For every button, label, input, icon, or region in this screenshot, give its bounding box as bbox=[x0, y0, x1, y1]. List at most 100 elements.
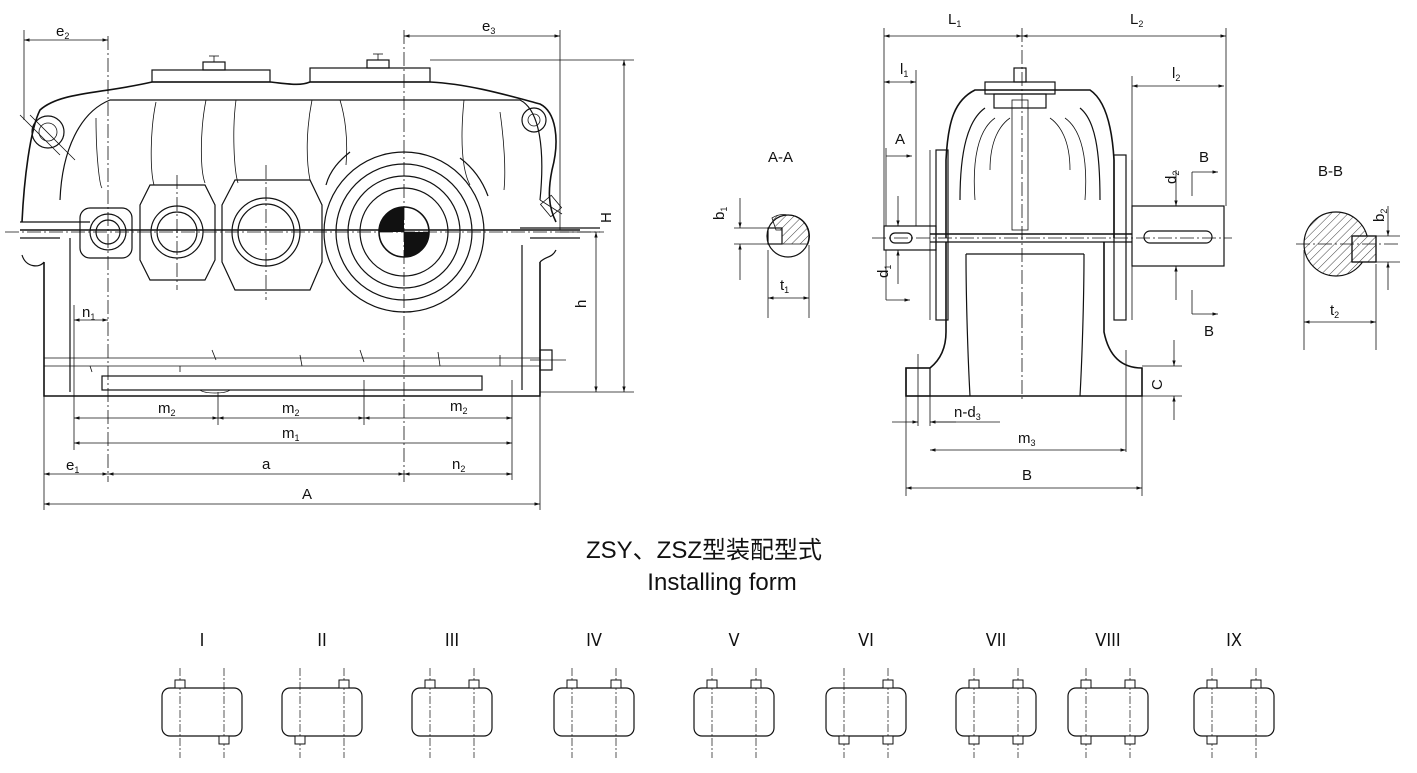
dim-m1: m1 bbox=[282, 425, 300, 443]
installing-form-label: V bbox=[728, 630, 739, 651]
dim-n2: n2 bbox=[452, 456, 465, 474]
dim-A: A bbox=[302, 486, 312, 503]
dim-d1: d1 bbox=[875, 265, 893, 278]
installing-form-label: II bbox=[317, 630, 327, 651]
installing-form-3: III bbox=[411, 630, 493, 758]
dim-a: a bbox=[262, 456, 271, 473]
installing-form-5: V bbox=[693, 630, 775, 758]
gearbox-outline bbox=[161, 687, 243, 737]
installing-form-label: I bbox=[200, 630, 205, 651]
shaft-end-bottom bbox=[294, 735, 306, 745]
shaft-end-top bbox=[882, 679, 894, 689]
installing-title-cn: ZSY、ZSZ型装配型式 bbox=[586, 537, 822, 564]
installing-title-en: Installing form bbox=[647, 569, 796, 596]
shaft-end-top bbox=[1080, 679, 1092, 689]
dim-n1: n1 bbox=[82, 304, 95, 322]
base-foot bbox=[101, 375, 483, 391]
installing-form-4: IV bbox=[553, 630, 635, 758]
installing-form-label: IV bbox=[586, 630, 602, 651]
side-housing-lower bbox=[905, 242, 1143, 397]
top-cover-right bbox=[309, 67, 431, 83]
dim-L1: L1 bbox=[948, 11, 961, 29]
shaft-end-top bbox=[750, 679, 762, 689]
installing-form-label: III bbox=[445, 630, 459, 651]
installing-form-label: VIII bbox=[1095, 630, 1120, 651]
dim-m3: m3 bbox=[1018, 430, 1036, 448]
section-mark-b-top: B bbox=[1199, 149, 1209, 166]
dim-l2: l2 bbox=[1172, 65, 1180, 83]
gearbox-outline bbox=[281, 687, 363, 737]
dim-B: B bbox=[1022, 467, 1032, 484]
shaft-end-bottom bbox=[218, 735, 230, 745]
gearbox-outline bbox=[411, 687, 493, 737]
shaft-end-top bbox=[468, 679, 480, 689]
shaft-end-bottom bbox=[968, 735, 980, 745]
dim-e3: e3 bbox=[482, 18, 495, 36]
housing-lower bbox=[43, 262, 541, 397]
section-mark-a: A bbox=[895, 131, 905, 148]
shaft-end-top bbox=[1124, 679, 1136, 689]
dim-e1: e1 bbox=[66, 457, 79, 475]
side-view: L1 L2 l1 l2 A d1 d2 B B C bbox=[872, 11, 1232, 496]
dim-t1: t1 bbox=[780, 277, 789, 295]
dim-d2: d2 bbox=[1163, 171, 1181, 184]
shaft-end-top bbox=[1206, 679, 1218, 689]
section-a-title: A-A bbox=[768, 149, 793, 166]
shaft-end-top bbox=[424, 679, 436, 689]
dim-l1: l1 bbox=[900, 61, 908, 79]
gearbox-outline bbox=[955, 687, 1037, 737]
dim-b1: b1 bbox=[711, 207, 729, 220]
lifting-lug-right bbox=[521, 107, 547, 133]
dim-n-d3: n-d3 bbox=[954, 404, 981, 422]
dim-m2-right: m2 bbox=[450, 398, 468, 416]
shaft-end-top bbox=[174, 679, 186, 689]
dim-b2: b2 bbox=[1371, 209, 1389, 222]
lifting-lug-left bbox=[31, 115, 65, 149]
installing-form-2: II bbox=[281, 630, 363, 758]
shaft-end-bottom bbox=[838, 735, 850, 745]
shaft-end-bottom bbox=[882, 735, 894, 745]
dim-e2: e2 bbox=[56, 23, 69, 41]
shaft-end-top bbox=[1012, 679, 1024, 689]
gearbox-outline bbox=[553, 687, 635, 737]
installing-form-label: IX bbox=[1226, 630, 1242, 651]
shaft-end-top bbox=[1250, 679, 1262, 689]
installing-form-8: VIII bbox=[1067, 630, 1149, 758]
installing-form-9: IX bbox=[1193, 630, 1275, 758]
shaft-end-top bbox=[610, 679, 622, 689]
shaft-end-top bbox=[338, 679, 350, 689]
gearbox-outline bbox=[1067, 687, 1149, 737]
installing-form-label: VI bbox=[858, 630, 874, 651]
dim-m2-left: m2 bbox=[158, 400, 176, 418]
shaft-end-top bbox=[968, 679, 980, 689]
section-mark-b-bottom: B bbox=[1204, 323, 1214, 340]
section-a-a: A-A b1 t1 bbox=[711, 149, 810, 318]
shaft-end-bottom bbox=[1080, 735, 1092, 745]
gearbox-outline bbox=[1193, 687, 1275, 737]
side-output-shaft bbox=[1131, 205, 1225, 267]
dim-L2: L2 bbox=[1130, 11, 1143, 29]
top-cover-left bbox=[151, 69, 271, 83]
side-housing-upper bbox=[945, 89, 1115, 238]
dim-m2-mid: m2 bbox=[282, 400, 300, 418]
shaft-end-bottom bbox=[1206, 735, 1218, 745]
installing-form-6: VI bbox=[825, 630, 907, 758]
installing-form-label: VII bbox=[986, 630, 1007, 651]
installing-form-7: VII bbox=[955, 630, 1037, 758]
gearbox-outline bbox=[693, 687, 775, 737]
gearbox-outline bbox=[825, 687, 907, 737]
installing-form-1: I bbox=[161, 630, 243, 758]
shaft-end-top bbox=[706, 679, 718, 689]
section-b-b: B-B b2 t2 bbox=[1296, 163, 1400, 350]
shaft-end-top bbox=[566, 679, 578, 689]
dim-h: h bbox=[573, 300, 590, 308]
dim-H: H bbox=[598, 212, 615, 223]
shaft-end-bottom bbox=[1012, 735, 1024, 745]
dim-t2: t2 bbox=[1330, 302, 1339, 320]
shaft-end-bottom bbox=[1124, 735, 1136, 745]
housing-upper bbox=[21, 81, 557, 223]
section-b-title: B-B bbox=[1318, 163, 1343, 180]
dim-C: C bbox=[1149, 379, 1166, 390]
